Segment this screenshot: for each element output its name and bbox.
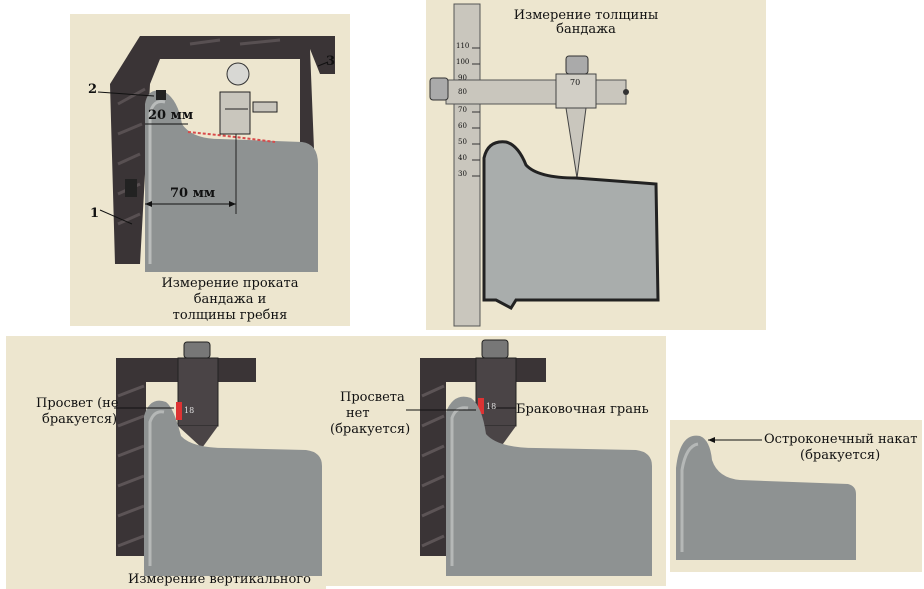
gauge-value: 18 — [486, 402, 497, 411]
label-reject-edge: Браковочная грань — [516, 402, 649, 417]
gauge-value: 18 — [184, 406, 195, 415]
slider-body — [219, 91, 251, 135]
label-gap-line1: Просвет (не — [36, 396, 119, 411]
title-thickness-line2: бандажа — [556, 22, 616, 37]
label-sharp-flange-line1: Остроконечный накат — [764, 432, 918, 447]
scale-value-70: 70 — [458, 106, 467, 114]
caption-rolling-line3: толщины гребня — [172, 308, 288, 323]
label-1: 1 — [90, 206, 100, 221]
dimension-70mm: 70 мм — [170, 186, 216, 201]
panel-gap-not-rejected: Просвет (не бракуется) 18 Измерение верт… — [6, 336, 326, 589]
bandage-profile — [676, 435, 856, 560]
caption-rolling-line2: бандажа и — [193, 292, 267, 307]
label-3: 3 — [326, 54, 336, 69]
gauge-frame — [110, 36, 335, 264]
label-gap-line2: бракуется) — [42, 412, 118, 427]
dimension-20mm: 20 мм — [148, 108, 194, 123]
bandage-profile — [446, 396, 652, 576]
rolling-gauge-drawing — [97, 36, 335, 272]
slider-knob — [226, 62, 250, 86]
scale-value-110: 110 — [456, 42, 470, 50]
vertical-scale-bar — [453, 3, 481, 327]
gap-gauge-drawing — [114, 341, 322, 576]
label-2: 2 — [88, 82, 98, 97]
no-gap-gauge-drawing — [406, 339, 652, 576]
pointer-tip — [565, 107, 587, 179]
slider-value: 70 — [570, 78, 581, 87]
caption-rolling-line1: Измерение проката — [161, 276, 299, 291]
left-knob — [429, 77, 449, 101]
label-no-gap-line1: Просвета — [340, 390, 405, 405]
horizontal-bar — [445, 79, 627, 105]
gauge-head — [177, 357, 219, 427]
bandage-profile — [145, 90, 318, 272]
title-thickness-line1: Измерение толщины — [513, 8, 659, 23]
panel-no-gap-rejected: Просвета нет (бракуется) 18 Браковочная … — [326, 336, 666, 586]
panel-sharp-flange: Остроконечный накат (бракуется) — [670, 420, 922, 572]
red-marker — [478, 398, 484, 414]
panel-thickness-measurement: Измерение толщины бандажа 110 100 90 80 … — [426, 0, 766, 330]
scale-value-60: 60 — [458, 122, 467, 130]
label-no-gap-line2: нет — [346, 406, 370, 421]
label-no-gap-line3: (бракуется) — [330, 422, 411, 437]
red-marker — [176, 402, 182, 420]
scale-value-50: 50 — [458, 138, 467, 146]
label-sharp-flange-line2: (бракуется) — [800, 448, 881, 463]
panel-rolling-measurement: 2 1 3 20 мм 70 мм Измерение проката банд… — [70, 14, 350, 326]
scale-value-30: 30 — [458, 170, 467, 178]
scale-value-80: 80 — [458, 88, 467, 96]
sharp-flange-drawing — [676, 435, 856, 560]
caption-vertical-measurement: Измерение вертикального — [128, 572, 311, 587]
bandage-profile — [144, 400, 322, 576]
scale-value-100: 100 — [456, 58, 470, 66]
thickness-gauge-drawing — [429, 3, 660, 327]
gauge-frame — [420, 358, 546, 556]
scale-value-40: 40 — [458, 154, 467, 162]
scale-value-90: 90 — [458, 74, 467, 82]
bandage-section — [482, 140, 660, 310]
